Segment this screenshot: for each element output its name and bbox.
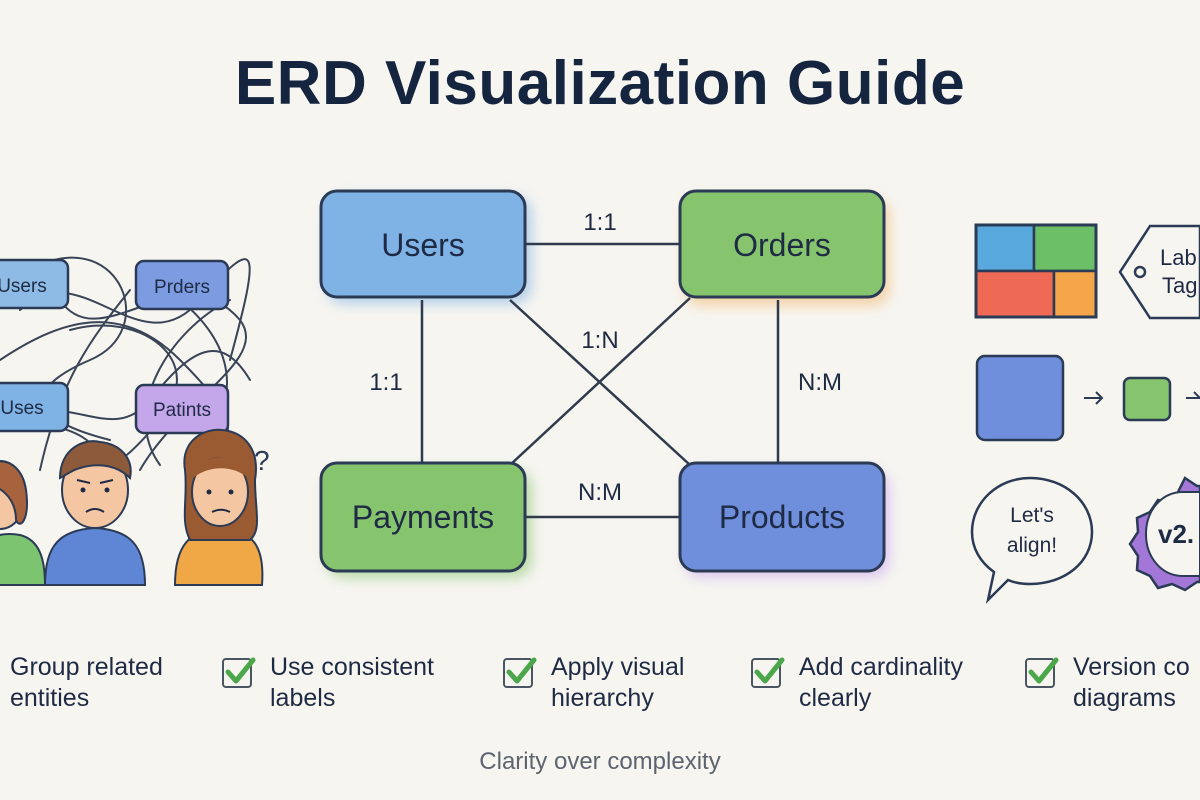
checkmark-icon — [506, 657, 537, 684]
speech-bubble-line1: Let's — [1010, 504, 1054, 527]
checklist-label: Group related entities — [10, 653, 163, 712]
tag-label-line2: Tag — [1162, 273, 1197, 298]
size-hierarchy-icon — [975, 354, 1200, 442]
messy-entity-prders-label: Prders — [154, 277, 210, 298]
checkbox-checked — [1025, 657, 1059, 688]
cardinality-labels: 1:1 1:1 1:N N:M N:M — [369, 209, 842, 506]
entity-users: Users — [319, 189, 527, 299]
line-orders-payments — [509, 297, 691, 466]
messy-entity-uses: Uses — [0, 381, 70, 433]
checklist-item-version-diagrams: Version co diagrams — [1025, 652, 1190, 714]
messy-entity-users: Users — [0, 258, 70, 310]
messy-entity-users-label: Users — [0, 276, 47, 297]
checkbox-checked — [751, 657, 785, 688]
messy-entity-patints-label: Patints — [153, 400, 211, 421]
speech-bubble-line2: align! — [1007, 534, 1057, 557]
checkmark-icon — [1028, 657, 1059, 684]
checkbox-checked — [503, 657, 537, 688]
entity-users-label: Users — [381, 227, 465, 263]
checklist-item-cardinality: Add cardinality clearly — [751, 652, 963, 714]
tagline: Clarity over complexity — [479, 748, 721, 775]
messy-diagram: Users Prders Uses Patints — [0, 256, 270, 586]
entity-products-label: Products — [719, 499, 845, 535]
version-badge-icon: v2. — [1128, 476, 1200, 592]
page-title: ERD Visualization Guide — [234, 49, 966, 118]
checklist-item-visual-hierarchy: Apply visual hierarchy — [503, 652, 684, 714]
person-right — [173, 428, 264, 586]
checkbox-checked — [222, 657, 256, 688]
entity-products: Products — [678, 461, 886, 573]
messy-entity-prders: Prders — [134, 259, 230, 311]
checklist-item-group-entities: Group related entities — [10, 652, 163, 714]
cardinality-users-payments: 1:1 — [369, 369, 402, 396]
color-grid-icon — [974, 223, 1098, 319]
version-badge-label: v2. — [1158, 519, 1194, 549]
cardinality-cross: 1:N — [581, 327, 618, 354]
checklist-item-consistent-labels: Use consistent labels — [222, 652, 434, 714]
entity-orders: Orders — [678, 189, 886, 299]
messy-entity-patints: Patints — [134, 383, 230, 435]
checklist-label: Use consistent labels — [270, 653, 434, 712]
entity-payments-label: Payments — [352, 499, 494, 535]
speech-bubble-icon: Let's align! — [970, 476, 1094, 604]
messy-entity-uses-label: Uses — [0, 398, 43, 419]
label-tag-icon: Lab Tag — [1118, 224, 1200, 320]
entity-payments: Payments — [319, 461, 527, 573]
tips-panel: Lab Tag Let's align! v2. — [970, 223, 1200, 604]
entity-orders-label: Orders — [733, 227, 831, 263]
cardinality-orders-products: N:M — [798, 369, 842, 396]
checklist-label: Apply visual hierarchy — [551, 653, 685, 712]
person-left — [0, 460, 47, 586]
person-center — [43, 440, 147, 586]
clean-erd: Users Orders Payments Products 1:1 1:1 1… — [319, 189, 890, 578]
arrow-right-icon-2 — [1186, 391, 1200, 399]
checklist-label: Version co diagrams — [1073, 653, 1190, 712]
tag-label-line1: Lab — [1160, 245, 1197, 270]
cardinality-payments-products: N:M — [578, 479, 622, 506]
relationship-lines — [420, 242, 780, 519]
question-mark-icon: ? — [254, 445, 270, 476]
checkmark-icon — [225, 657, 256, 684]
arrow-right-icon — [1084, 391, 1104, 405]
checklist-label: Add cardinality clearly — [799, 653, 963, 712]
checkmark-icon — [754, 657, 785, 684]
cardinality-users-orders: 1:1 — [583, 209, 616, 236]
